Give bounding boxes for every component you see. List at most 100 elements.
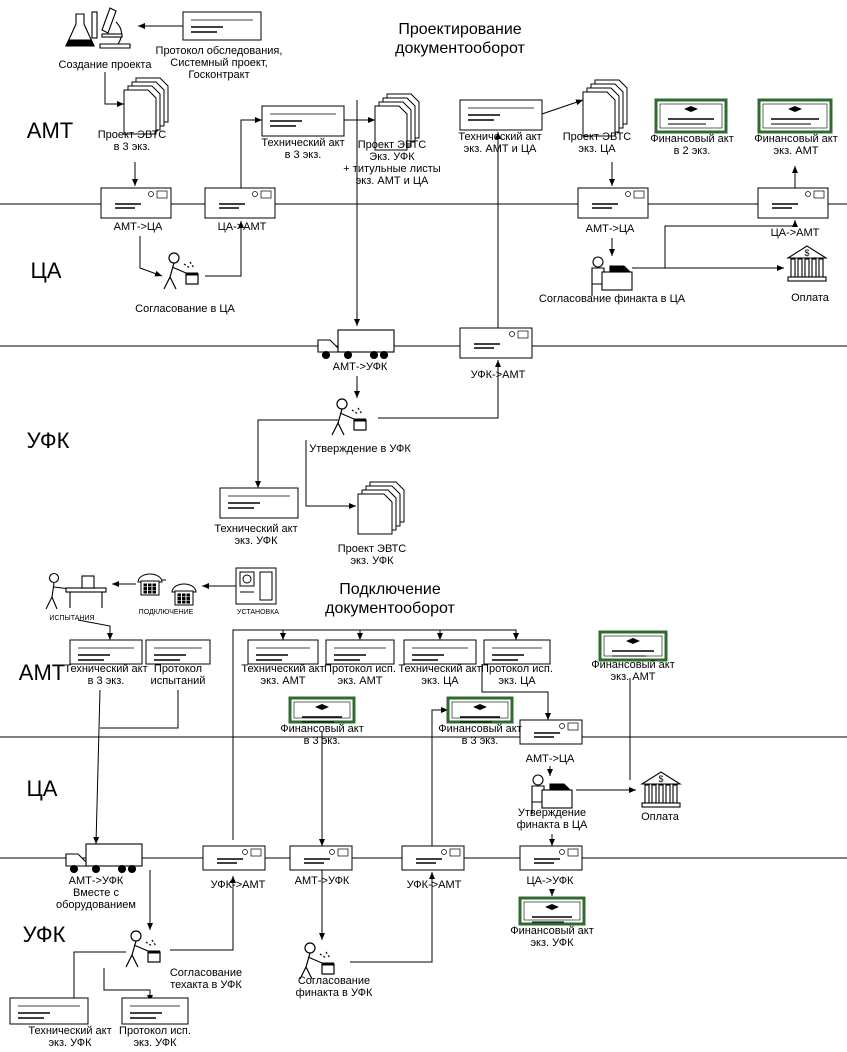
fin-act-ufk-label-line: Финансовый акт (510, 925, 594, 937)
payment-label: Оплата (791, 292, 830, 304)
column (818, 258, 824, 278)
test-protocol-ca-label-line: экз. ЦА (498, 675, 536, 687)
lane-label-ca-2-line: ЦА (27, 776, 58, 801)
body (163, 262, 187, 290)
microscope-icon (99, 7, 131, 49)
stamp-icon (250, 848, 262, 857)
column (797, 258, 803, 278)
lane-label-ufk: УФК (27, 428, 70, 453)
fin-inner (293, 701, 351, 719)
test-protocol-ufk-label-line: экз. УФК (133, 1037, 177, 1049)
ca-amt-label-line: ЦА->АМТ (218, 221, 267, 233)
dollar-icon: $ (804, 248, 809, 258)
body (331, 408, 355, 436)
arrow-to-project-evts-ufk (305, 440, 356, 509)
arrow-approval-to-ca-amt (205, 221, 244, 277)
tech-act-3-label-2-line: в 3 экз. (88, 675, 125, 687)
tech-act-amt-ca-label-line: Технический акт (458, 131, 541, 143)
postmark-icon (805, 191, 811, 197)
key (182, 593, 186, 597)
fin-inner (659, 103, 723, 129)
stamp-icon (156, 190, 168, 199)
page (357, 493, 393, 535)
tech-act-ufk-label-2-line: экз. УФК (48, 1037, 92, 1049)
wheel (127, 864, 137, 874)
head (48, 572, 60, 584)
payment-label-line: Оплата (791, 292, 830, 304)
fin-act-amt-label-2-line: Финансовый акт (591, 659, 675, 671)
techact-approval-ufk-label-line: Согласование (170, 967, 242, 979)
arrow-protocol-join (100, 690, 179, 729)
stamp-icon (813, 190, 825, 199)
tech-act-amt-ca-doc (459, 99, 543, 131)
protocol-label-line: Госконтракт (188, 69, 249, 81)
arrow-docs-to-amt-ca (481, 664, 551, 720)
cargo (337, 329, 395, 353)
fin-act-3b-icon (446, 696, 514, 724)
liquid (65, 39, 95, 47)
tech-act-3-doc (261, 105, 345, 137)
doc-body (9, 997, 89, 1025)
arrow-to-truck-2 (93, 689, 101, 845)
handset (171, 583, 197, 593)
fin-frame (757, 98, 833, 134)
lane-label-ca-line: ЦА (31, 258, 62, 283)
connection-label: ПОДКЛЮЧЕНИЕ (139, 609, 194, 616)
wheel (69, 864, 79, 874)
finact-approval-ufk-label-line: финакта в УФК (296, 987, 373, 999)
cargo (85, 843, 143, 867)
techact-approval-ufk-person (125, 930, 161, 968)
arrow-approval-to-ufk-amt (378, 360, 501, 419)
tube (101, 7, 117, 34)
ca-ufk-label-line: ЦА->УФК (527, 875, 575, 887)
head (304, 942, 316, 954)
amt-ca-2-label: АМТ->ЦА (586, 223, 635, 235)
amt-ufk-equipment-label-line: АМТ->УФК (69, 875, 124, 887)
tech-act-3-doc-2 (69, 639, 143, 665)
fin-act-amt-icon-2 (598, 630, 668, 662)
section-title-line: документооборот (395, 40, 525, 57)
project-evts-ufk-copy-label-line: экз. АМТ и ЦА (356, 175, 429, 187)
fin-act-3a-label-line: в 3 экз. (304, 735, 341, 747)
stamp-icon (260, 190, 272, 199)
key (148, 590, 152, 594)
doc-body (459, 99, 543, 131)
project-evts-ca-label-line: Проект ЭВТС (563, 131, 632, 143)
key (143, 587, 147, 590)
amt-ufk-equipment-label-line: оборудованием (56, 899, 136, 911)
key (182, 600, 186, 604)
project-evts-ufk-copy-label-line: Экз. УФК (369, 151, 415, 163)
ca-ufk-label: ЦА->УФК (527, 875, 575, 887)
test-protocol-ca-label-line: Протокол исп. (481, 663, 553, 675)
techact-approval-ufk-label-line: техакта в УФК (170, 979, 242, 991)
test-protocol-amt-label-line: Протокол исп. (324, 663, 396, 675)
ufk-amt-1-label-line: УФК->АМТ (211, 879, 266, 891)
tech-act-3-label-line: в 3 экз. (285, 149, 322, 161)
ufk-amt-2-label: УФК->АМТ (407, 879, 462, 891)
base (99, 43, 131, 49)
section-title-2-line: документооборот (325, 600, 455, 617)
lane-label-ufk-line: УФК (27, 428, 70, 453)
fin-act-3b-label-line: Финансовый акт (438, 723, 522, 735)
test-protocol-label-line: Протокол (154, 663, 202, 675)
cabinet (259, 571, 273, 601)
key (177, 597, 181, 600)
lane-label-ufk-2-line: УФК (23, 922, 66, 947)
test-protocol-doc (145, 639, 211, 665)
test-protocol-ufk-label: Протокол исп.экз. УФК (119, 1025, 191, 1049)
body (45, 582, 71, 610)
lane-label-ca: ЦА (31, 258, 62, 283)
envelope-amt-ca-s2 (519, 719, 583, 745)
column (790, 258, 796, 278)
wheel (91, 864, 101, 874)
test-protocol-amt-label-line: экз. АМТ (338, 675, 383, 687)
